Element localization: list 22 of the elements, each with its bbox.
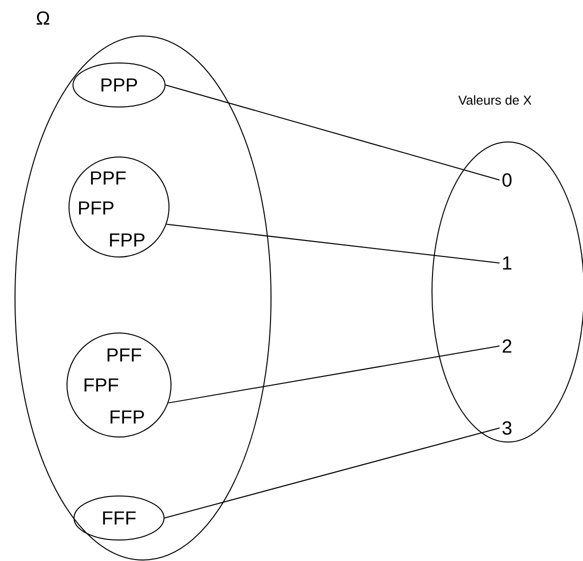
- outcome-circle: [66, 332, 172, 438]
- outcome-ellipse: [74, 495, 164, 540]
- connector-line: [165, 84, 500, 180]
- outcome-text: FPF: [84, 378, 118, 392]
- value-label: 2: [502, 339, 512, 353]
- value-label: 3: [502, 421, 512, 435]
- outcome-circle: [68, 156, 170, 258]
- outcome-ellipse: [72, 62, 166, 108]
- outcome-text: FPP: [110, 233, 144, 247]
- outcome-text: FFP: [110, 410, 144, 424]
- value-label: 0: [502, 173, 512, 187]
- connector-line: [164, 427, 500, 518]
- outcome-text: PPF: [91, 171, 126, 185]
- outcome-text: PFF: [108, 348, 142, 362]
- value-label: 1: [503, 256, 512, 270]
- heading: Ω: [36, 11, 50, 25]
- outcome-text: PPP: [102, 78, 137, 92]
- connector-line: [166, 224, 500, 264]
- heading: Valeurs de X: [458, 95, 532, 105]
- connector-line: [168, 345, 500, 404]
- outcome-text: FFF: [103, 511, 136, 525]
- outcome-text: PFP: [79, 201, 114, 215]
